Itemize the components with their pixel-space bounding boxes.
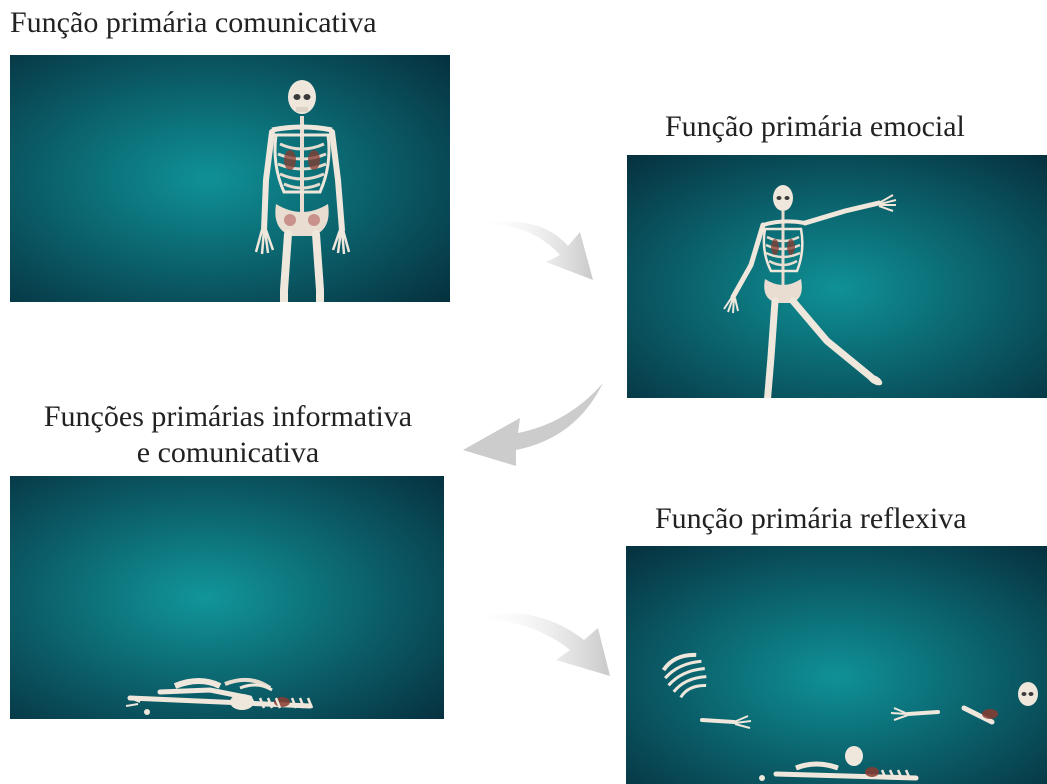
- caption-panel-3-line-1: Funções primárias informativa: [12, 398, 444, 436]
- curved-arrow-icon: [460, 598, 620, 688]
- panel-fallen-skeleton: [10, 476, 444, 719]
- curved-arrow-icon: [458, 378, 608, 468]
- curved-arrow-icon: [468, 210, 598, 290]
- caption-panel-3-line-2: e comunicativa: [12, 434, 444, 472]
- panel-dancing-skeleton: [627, 155, 1047, 398]
- panel-standing-skeleton: [10, 55, 450, 302]
- panel-scattered-skeleton: [626, 546, 1047, 784]
- caption-panel-2: Função primária emocial: [665, 108, 965, 146]
- caption-panel-1: Função primária comunicativa: [10, 4, 377, 42]
- caption-panel-4: Função primária reflexiva: [655, 500, 967, 538]
